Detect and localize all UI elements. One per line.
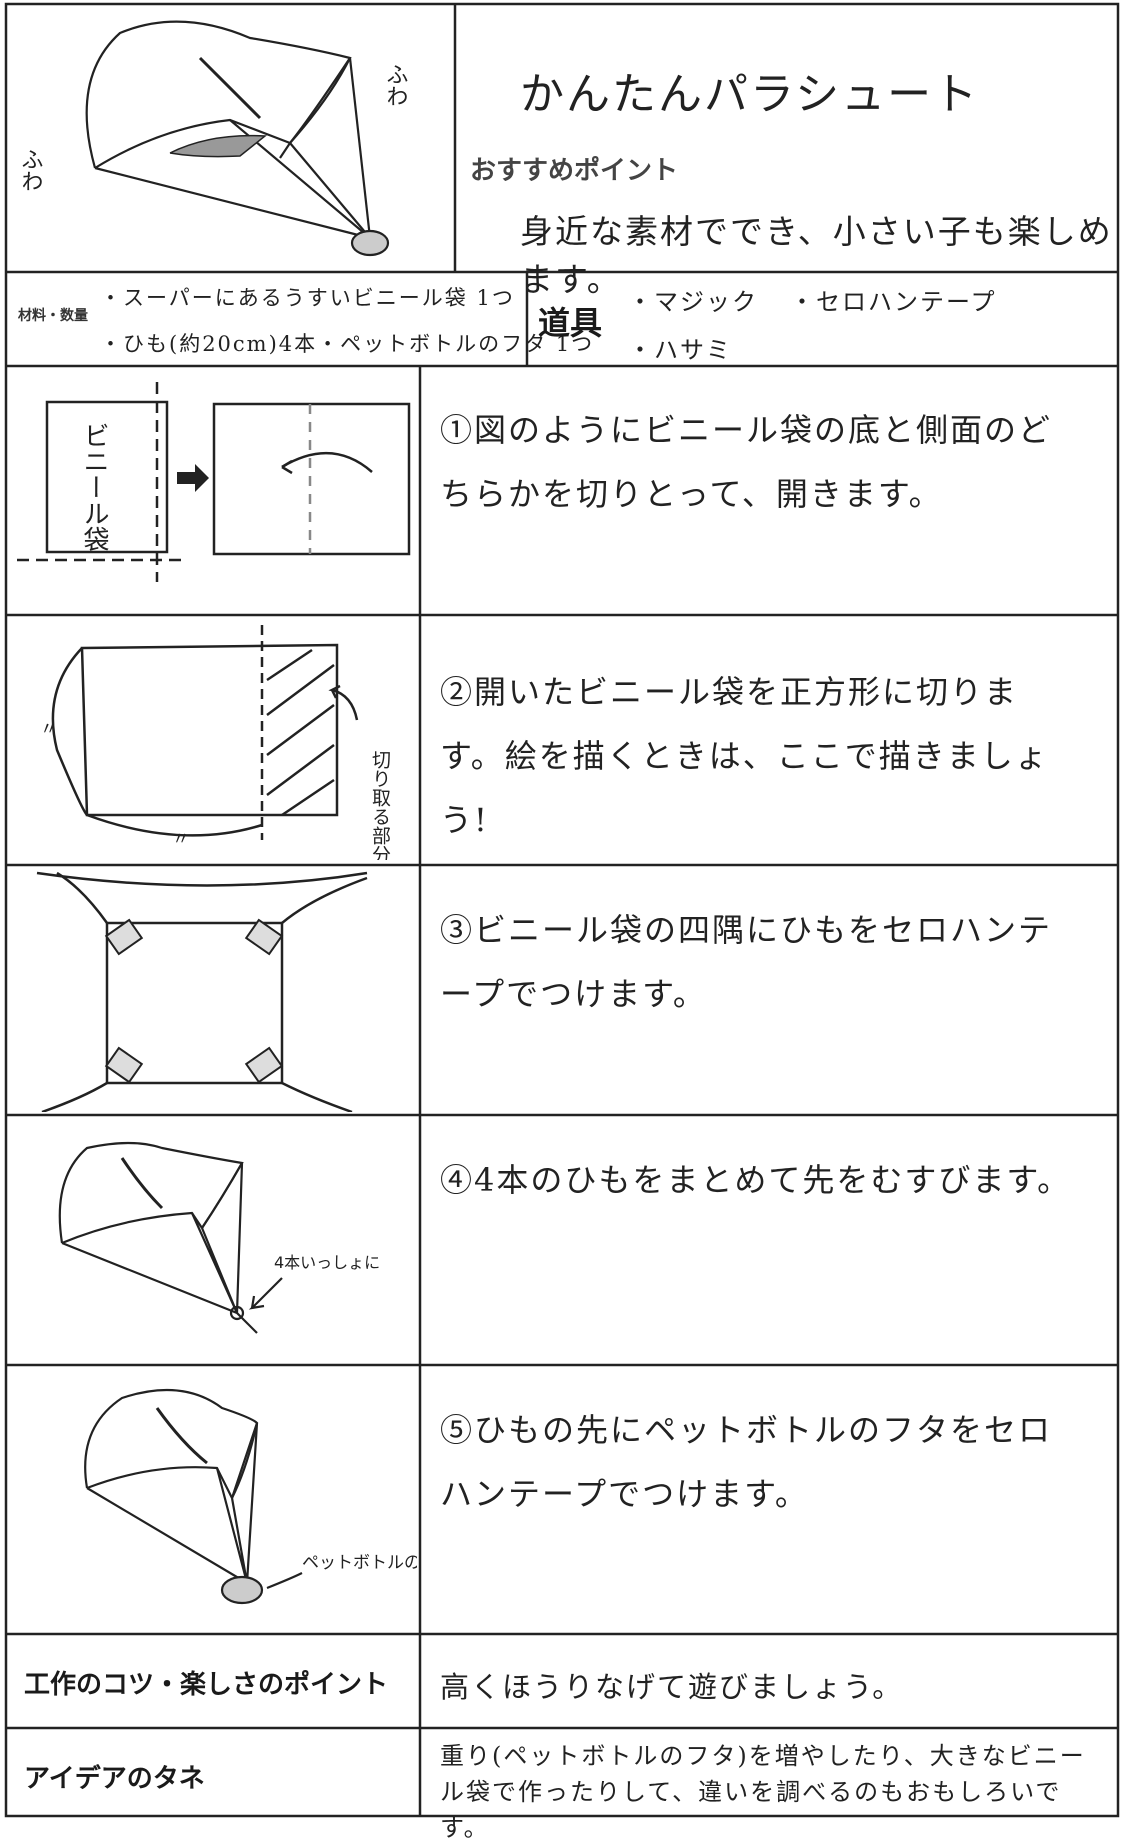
step4-label-together: 4本いっしょに xyxy=(274,1253,380,1272)
step2-label-ditto-1: 〃 xyxy=(40,719,58,740)
step2-label-cut: 切り取る部分 xyxy=(369,750,391,860)
step2-label-ditto-2: 〃 xyxy=(172,829,190,850)
step-2-text: ②開いたビニール袋を正方形に切ります。絵を描くときは、ここで描きましょう! xyxy=(440,673,1049,839)
sketch-label-fuwa-left: ふわ xyxy=(18,148,43,192)
step5-label-cap: ペットボトルのフタ xyxy=(302,1553,417,1573)
idea-label: アイデアのタネ xyxy=(24,1764,205,1794)
recommend-point-text: 身近な素材ででき、小さい子も楽しめます。 xyxy=(520,212,1113,299)
tools-label: 道具 xyxy=(538,304,603,342)
tip-label: 工作のコツ・楽しさのポイント xyxy=(24,1670,389,1700)
sketch-label-fuwa-right: ふわ xyxy=(383,63,408,107)
tool-item-tape: ・セロハンテープ xyxy=(790,288,997,316)
materials-label: 材料・数量 xyxy=(18,308,88,324)
idea-text: 重り(ペットボトルのフタ)を増やしたり、大きなビニール袋で作ったりして、違いを調… xyxy=(440,1742,1086,1842)
step-5-text: ⑤ひもの先にペットボトルのフタをセロハンテープでつけます。 xyxy=(440,1411,1053,1513)
materials-line-1: ・スーパーにあるうすいビニール袋 1つ xyxy=(100,286,515,310)
step3-diagram xyxy=(36,871,368,1112)
page-title: かんたんパラシュート xyxy=(520,69,980,120)
step5-diagram: ペットボトルのフタ xyxy=(84,1388,417,1605)
materials-line-2: ・ひも(約20cm)4本・ペットボトルのフタ 1つ xyxy=(100,332,595,356)
tool-item-marker: ・マジック xyxy=(628,288,758,316)
parachute-sketch: ふわ ふわ xyxy=(18,20,408,257)
step2-diagram: 切り取る部分 〃 〃 xyxy=(40,625,391,860)
step-1-text: ①図のようにビニール袋の底と側面のどちらかを切りとって、開きます。 xyxy=(440,411,1053,513)
tool-item-scissors: ・ハサミ xyxy=(628,336,732,364)
step-3-text: ③ビニール袋の四隅にひもをセロハンテープでつけます。 xyxy=(440,911,1053,1013)
step-4-text: ④4本のひもをまとめて先をむすびます。 xyxy=(440,1161,1072,1199)
step1-diagram: ビニール袋 xyxy=(17,382,411,582)
tip-text: 高くほうりなげて遊びましょう。 xyxy=(440,1670,904,1704)
step1-label-bag: ビニール袋 xyxy=(79,422,109,552)
step4-diagram: 4本いっしょに xyxy=(58,1141,380,1334)
recommend-point-label: おすすめポイント xyxy=(470,156,679,186)
